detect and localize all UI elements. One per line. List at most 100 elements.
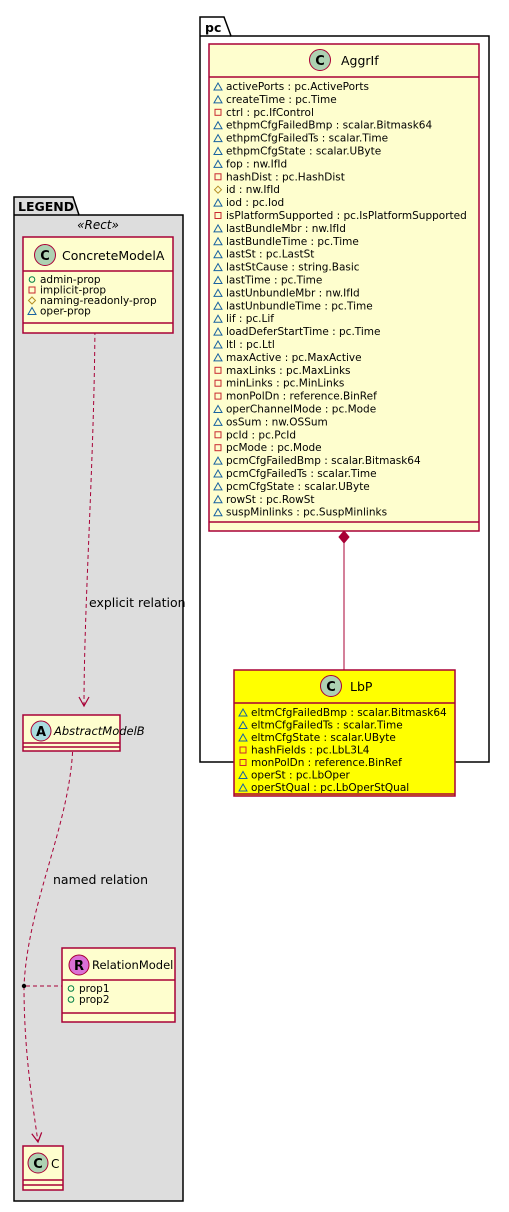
attribute-row: admin-prop [28, 274, 101, 286]
attribute-text: suspMinlinks : pc.SuspMinlinks [226, 507, 387, 519]
attribute-row: naming-readonly-prop [27, 295, 157, 307]
package-visibility-icon [213, 288, 223, 297]
attribute-text: osSum : nw.OSSum [226, 416, 328, 428]
attribute-text: operSt : pc.LbOper [251, 770, 351, 782]
attribute-row: hashDist : pc.HashDist [214, 171, 345, 183]
package-visibility-icon [238, 782, 248, 792]
attribute-row: operSt : pc.LbOper [238, 770, 351, 782]
association-point [21, 983, 27, 989]
attribute-row: monPolDn : reference.BinRef [214, 391, 377, 403]
attribute-text: operChannelMode : pc.Mode [226, 404, 376, 416]
package-visibility-icon [238, 720, 248, 729]
attribute-text: pcmCfgState : scalar.UByte [226, 481, 370, 493]
attribute-row: lastTime : pc.Time [213, 275, 322, 287]
attribute-text: lastStCause : string.Basic [226, 262, 360, 274]
attribute-row: suspMinlinks : pc.SuspMinlinks [213, 507, 387, 519]
attribute-text: lastUnbundleMbr : nw.IfId [226, 287, 360, 299]
class-name-lbp: LbP [350, 679, 373, 694]
attribute-row: maxActive : pc.MaxActive [213, 352, 362, 364]
composition-diamond-icon [338, 530, 350, 544]
private-visibility-icon [214, 366, 222, 374]
package-visibility-icon [213, 81, 223, 91]
attribute-text: oper-prop [40, 306, 91, 318]
attribute-row: operStQual : pc.LbOperStQual [238, 782, 409, 794]
package-visibility-icon [213, 507, 223, 517]
private-visibility-icon [214, 431, 222, 439]
class-badge-icon [27, 1152, 49, 1174]
package-visibility-icon [213, 468, 223, 478]
package-visibility-icon [27, 306, 37, 315]
attribute-text: naming-readonly-prop [40, 295, 157, 307]
class-name-aggrif: AggrIf [341, 53, 379, 68]
attribute-text: maxActive : pc.MaxActive [226, 352, 362, 364]
package-visibility-icon [213, 120, 223, 130]
attribute-row: eltmCfgFailedTs : scalar.Time [238, 720, 403, 732]
attribute-text: maxLinks : pc.MaxLinks [226, 365, 351, 377]
attribute-text: ethpmCfgFailedBmp : scalar.Bitmask64 [226, 120, 432, 132]
private-visibility-icon [28, 286, 36, 294]
attribute-text: loadDeferStartTime : pc.Time [226, 326, 381, 338]
class-name-abstractmodelb: AbstractModelB [53, 724, 145, 738]
attribute-text: pcId : pc.PcId [226, 429, 296, 441]
public-visibility-icon [28, 276, 36, 283]
attribute-text: pcmCfgFailedTs : scalar.Time [226, 468, 377, 480]
package-visibility-icon [213, 159, 223, 168]
attribute-text: lastBundleMbr : nw.IfId [226, 223, 346, 235]
attribute-row: activePorts : pc.ActivePorts [213, 81, 369, 93]
attribute-text: eltmCfgState : scalar.UByte [251, 732, 396, 744]
attribute-row: prop1 [67, 983, 110, 995]
attribute-row: fop : nw.IfId [213, 158, 287, 170]
private-visibility-icon [214, 444, 222, 452]
legend-package-title: LEGEND [18, 199, 74, 214]
attribute-text: pcmCfgFailedBmp : scalar.Bitmask64 [226, 455, 421, 467]
private-visibility-icon [214, 212, 222, 219]
attribute-text: ltl : pc.Ltl [226, 339, 275, 351]
attribute-row: prop2 [67, 994, 110, 1006]
attribute-text: iod : pc.Iod [226, 197, 284, 209]
attribute-row: lastStCause : string.Basic [213, 262, 360, 274]
class-name-c: C [51, 1157, 59, 1171]
attribute-text: fop : nw.IfId [226, 158, 287, 170]
class-concretemodela: C ConcreteModelA admin-propimplicit-prop… [22, 236, 174, 334]
attribute-text: prop1 [79, 983, 110, 995]
attribute-row: lastSt : pc.LastSt [213, 249, 314, 261]
attribute-row: iod : pc.Iod [213, 197, 284, 209]
named-relation: named relation [21, 737, 148, 1144]
package-visibility-icon [213, 456, 223, 465]
attribute-row: pcmCfgFailedBmp : scalar.Bitmask64 [213, 455, 421, 467]
attribute-text: hashDist : pc.HashDist [226, 171, 345, 183]
class-badge-letter: C [40, 249, 50, 264]
package-visibility-icon [213, 236, 223, 246]
private-visibility-icon [214, 379, 222, 387]
attribute-row: hashFields : pc.LbL3L4 [239, 745, 370, 757]
package-visibility-icon [238, 707, 248, 717]
attribute-row: eltmCfgFailedBmp : scalar.Bitmask64 [238, 707, 447, 719]
package-visibility-icon [213, 404, 223, 413]
class-aggrif: C AggrIf activePorts : pc.ActivePortscre… [208, 43, 480, 532]
class-name-relationmodel: RelationModel [92, 958, 173, 972]
package-visibility-icon [213, 494, 223, 504]
attribute-row: pcId : pc.PcId [214, 429, 296, 441]
attribute-row: pcmCfgFailedTs : scalar.Time [213, 468, 377, 480]
package-visibility-icon [213, 417, 223, 426]
private-visibility-icon [214, 108, 222, 116]
attribute-row: lastBundleTime : pc.Time [213, 236, 359, 248]
class-lbp: C LbP eltmCfgFailedBmp : scalar.Bitmask6… [233, 669, 456, 797]
package-visibility-icon [213, 275, 223, 284]
attribute-text: pcMode : pc.Mode [226, 442, 322, 454]
attribute-text: lif : pc.Lif [226, 313, 274, 325]
package-visibility-icon [213, 301, 223, 310]
package-visibility-icon [213, 94, 223, 104]
relation-badge-icon [68, 954, 90, 976]
attribute-row: lif : pc.Lif [213, 313, 274, 325]
package-visibility-icon [213, 198, 223, 207]
attribute-text: ctrl : pc.IfControl [226, 107, 314, 119]
attribute-row: id : nw.IfId [213, 184, 280, 196]
package-visibility-icon [213, 223, 223, 233]
attribute-text: rowSt : pc.RowSt [226, 494, 315, 506]
public-visibility-icon [67, 985, 75, 992]
package-visibility-icon [213, 314, 223, 323]
attribute-text: hashFields : pc.LbL3L4 [251, 745, 370, 757]
